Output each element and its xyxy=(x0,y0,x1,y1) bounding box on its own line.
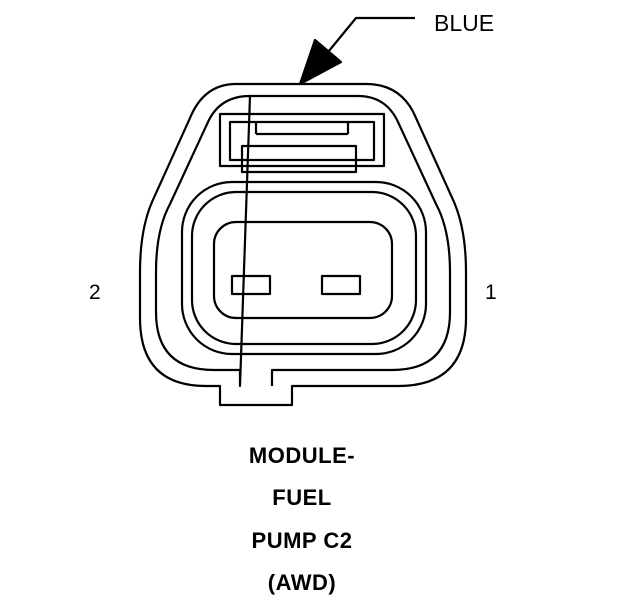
latch-outer-frame xyxy=(218,112,386,168)
latch-side-ticks xyxy=(254,122,350,134)
connector-inner-housing xyxy=(154,94,452,388)
pin-number-2-label: 2 xyxy=(89,281,101,304)
callout-arrowhead xyxy=(298,38,343,86)
connector-body-outer-frame xyxy=(180,180,428,356)
caption-line-1: MODULE- xyxy=(248,443,356,468)
caption-line-3: PUMP C2 xyxy=(251,528,353,553)
caption-line-4: (AWD) xyxy=(267,570,337,595)
latch-tab xyxy=(240,144,358,174)
pin-cavity xyxy=(212,220,394,320)
connector-outer-housing xyxy=(138,82,468,407)
terminal-pin-1 xyxy=(320,274,362,296)
terminal-pin-2 xyxy=(230,274,272,296)
pin-number-1-label: 1 xyxy=(485,281,497,304)
callout-leader-line xyxy=(323,16,415,58)
latch-inner-frame xyxy=(228,120,376,162)
connector-body-inner-frame xyxy=(190,190,418,346)
caption-line-2: FUEL xyxy=(272,485,332,510)
wire-color-label: BLUE xyxy=(434,10,495,36)
